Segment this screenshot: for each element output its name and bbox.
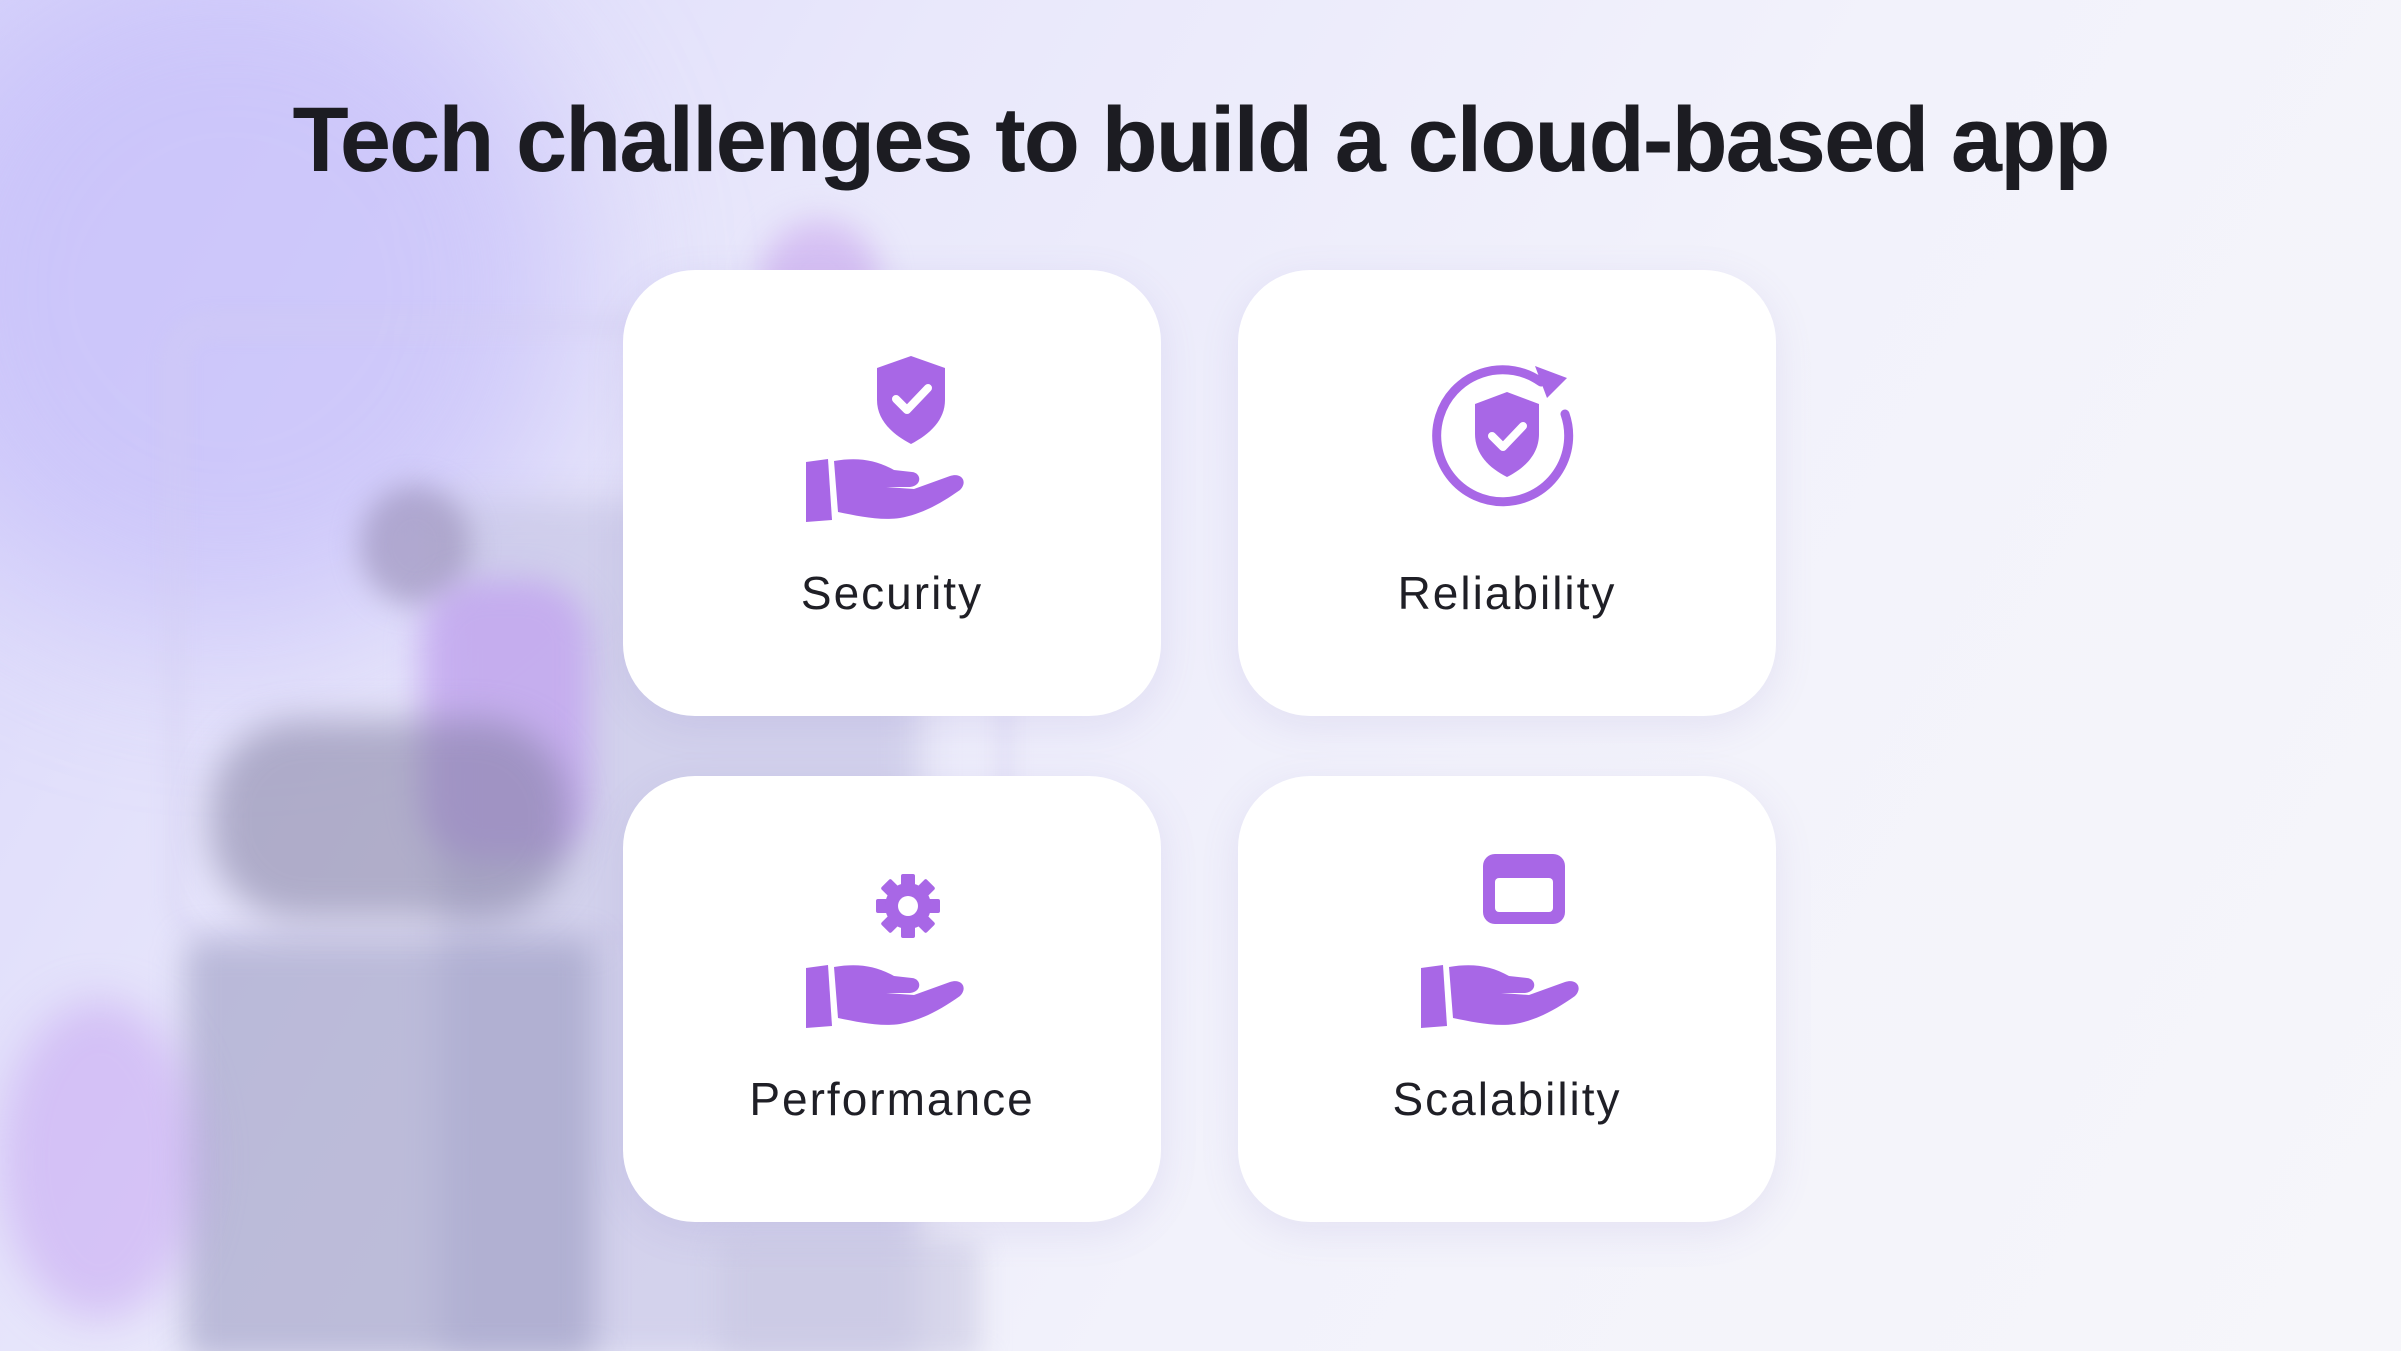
card-security: Security: [623, 270, 1161, 716]
card-performance: Performance: [623, 776, 1161, 1222]
shield-hand-icon: [802, 348, 982, 528]
page-title: Tech challenges to build a cloud-based a…: [292, 89, 2111, 191]
card-label: Security: [800, 567, 984, 619]
window-hand-icon: [1417, 854, 1597, 1034]
shield-refresh-icon: [1417, 348, 1597, 528]
card-label: Performance: [749, 1073, 1035, 1125]
card-reliability: Reliability: [1238, 270, 1776, 716]
bg-panel-right: [720, 1240, 980, 1351]
card-label: Reliability: [1397, 567, 1617, 619]
bg-plant: [0, 1000, 200, 1320]
card-scalability: Scalability: [1238, 776, 1776, 1222]
bg-person-legs: [210, 720, 570, 920]
bg-person-head: [360, 485, 470, 605]
gear-hand-icon: [802, 854, 982, 1034]
bg-server-stack: [185, 940, 595, 1351]
card-label: Scalability: [1392, 1073, 1622, 1125]
